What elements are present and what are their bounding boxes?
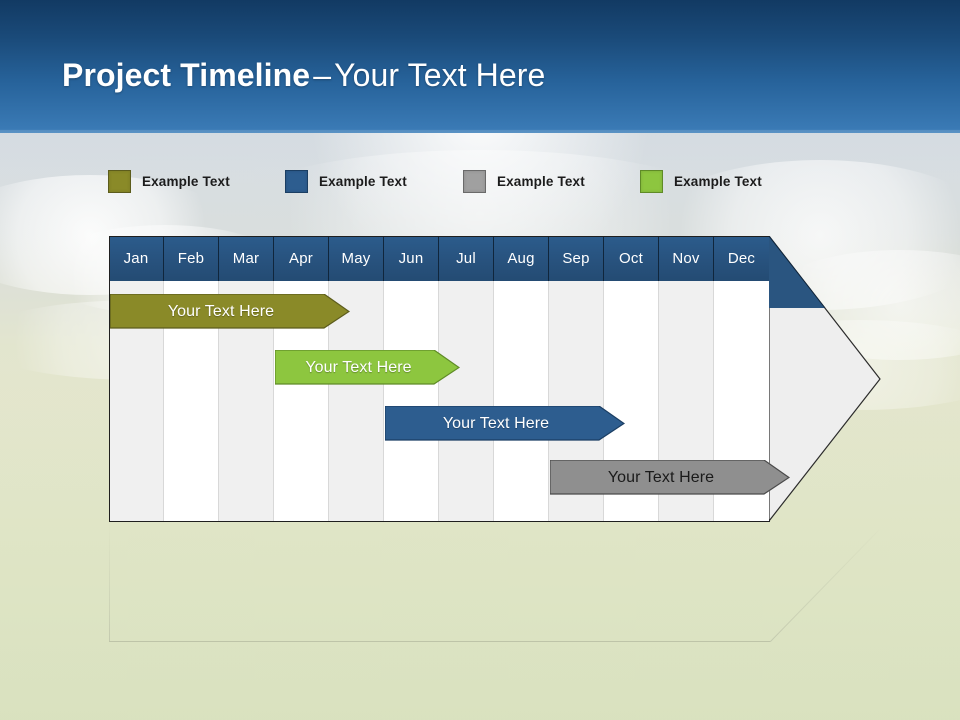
month-header-cell[interactable]: Jul [439,236,494,281]
month-column-band [329,281,384,521]
month-header-cell[interactable]: Jan [109,236,164,281]
page-title: Project Timeline–Your Text Here [62,57,545,94]
page-title-dash: – [313,57,332,93]
title-banner: Project Timeline–Your Text Here [0,0,960,133]
month-header-cell[interactable]: May [329,236,384,281]
task-bar-shape [550,460,790,495]
month-header-cell[interactable]: Nov [659,236,714,281]
timeline-task-bar[interactable]: Your Text Here [550,460,790,495]
task-bar-shape [110,294,350,329]
month-header-cell[interactable]: Jun [384,236,439,281]
legend-color-swatch [108,169,131,193]
column-bands [109,281,770,521]
legend-color-swatch [285,169,308,193]
legend-item[interactable]: Example Text [463,169,585,193]
task-bar-shape [275,350,460,385]
page-title-light: Your Text Here [334,57,546,93]
page-title-strong: Project Timeline [62,57,311,93]
legend-item-label: Example Text [674,173,762,189]
task-bar-label: Your Text Here [442,414,550,432]
legend-color-swatch [463,169,486,193]
month-header-cell[interactable]: Mar [219,236,274,281]
month-header-cell[interactable]: Sep [549,236,604,281]
month-header-cell[interactable]: Dec [714,236,769,281]
month-header-cell[interactable]: Aug [494,236,549,281]
legend-item-label: Example Text [319,173,407,189]
month-column-band [494,281,549,521]
timeline-task-bar[interactable]: Your Text Here [275,350,460,385]
month-header-cell[interactable]: Feb [164,236,219,281]
legend-item[interactable]: Example Text [640,169,762,193]
legend-item-label: Example Text [497,173,585,189]
month-header-cell[interactable]: Apr [274,236,329,281]
timeline-task-bar[interactable]: Your Text Here [110,294,350,329]
month-column-band [384,281,439,521]
legend-item[interactable]: Example Text [108,169,230,193]
timeline-task-bar[interactable]: Your Text Here [385,406,625,441]
legend-item[interactable]: Example Text [285,169,407,193]
task-bar-label: Your Text Here [305,358,412,376]
task-bar-shape [385,406,625,441]
legend-item-label: Example Text [142,173,230,189]
month-header-cell[interactable]: Oct [604,236,659,281]
month-column-band [439,281,494,521]
legend-color-swatch [640,169,663,193]
task-bar-label: Your Text Here [167,302,275,320]
task-bar-label: Your Text Here [607,468,715,486]
